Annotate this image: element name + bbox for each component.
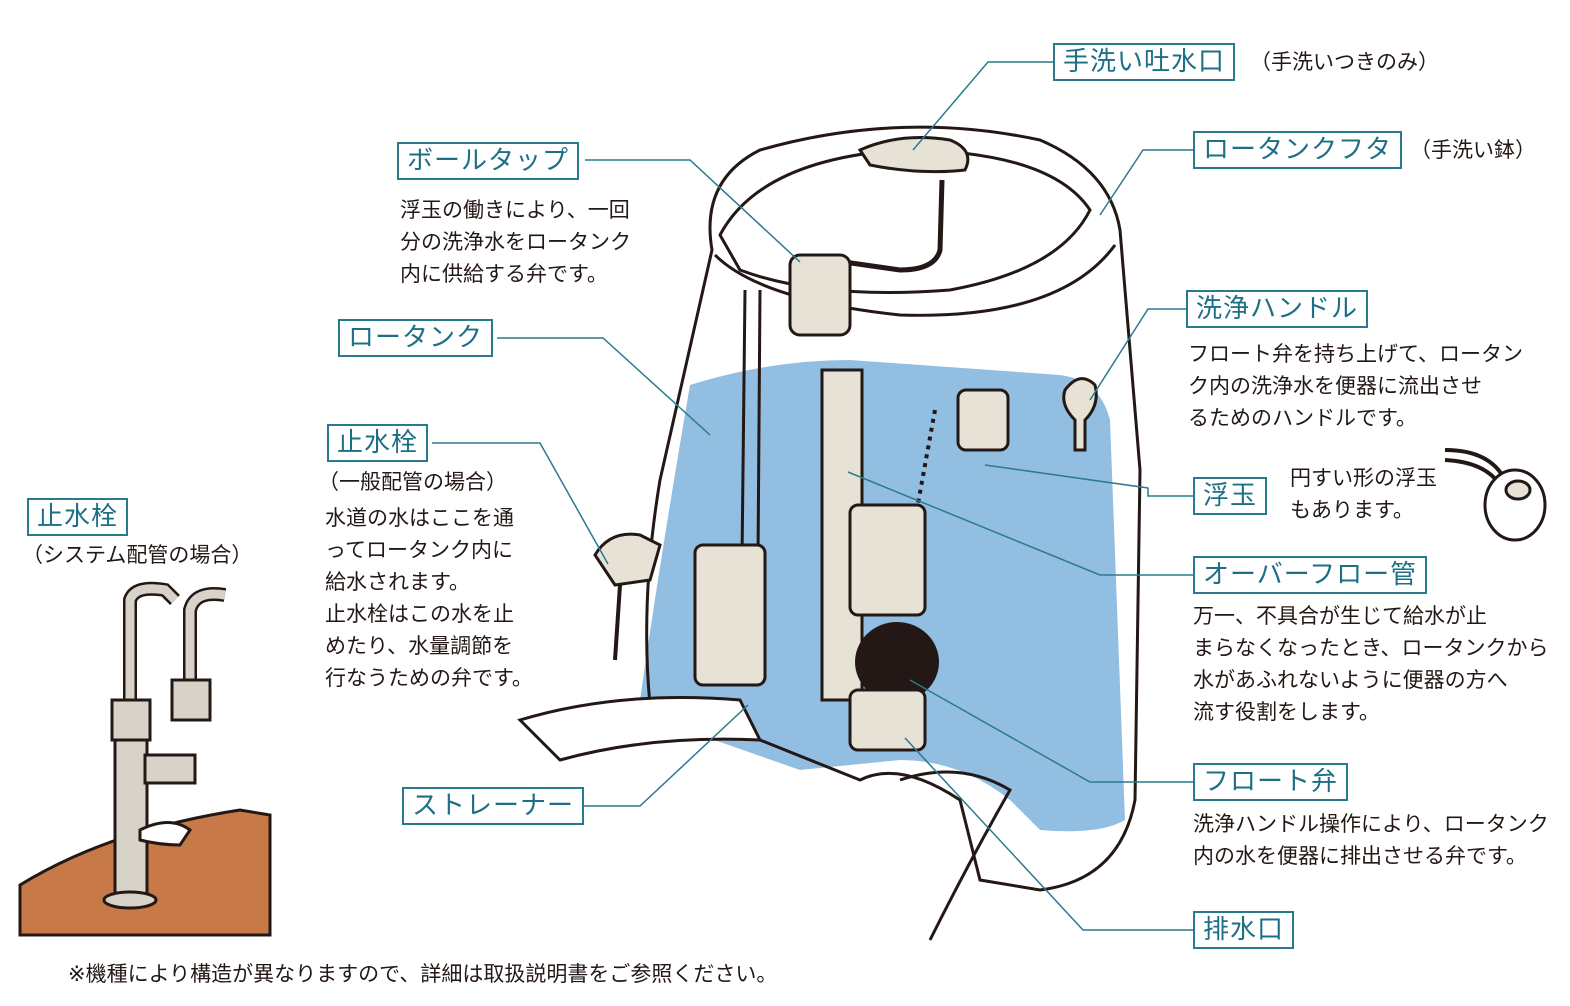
label-drain-outlet: 排水口: [1193, 911, 1295, 949]
tank-body: [645, 125, 1142, 892]
leader-low-tank-lid: [1099, 149, 1193, 216]
external-stop-valve: [593, 532, 662, 587]
description-float-ball: 円すい形の浮玉 もあります。: [1290, 466, 1437, 522]
leader-flapper-valve: [909, 679, 1193, 783]
label-stop-valve-system: 止水栓: [27, 498, 129, 536]
flapper-seat: [848, 503, 927, 617]
leader-lines: [432, 61, 1193, 931]
label-strainer: ストレーナー: [402, 787, 585, 825]
label-low-tank: ロータンク: [338, 319, 494, 357]
leader-low-tank: [497, 337, 711, 436]
leader-stop-valve: [432, 442, 609, 565]
system-stop-valve-illustration: [18, 581, 272, 937]
aside-stop-valve-general: （一般配管の場合）: [318, 470, 507, 494]
external-supply-pipe: [613, 584, 622, 661]
aside-stop-valve-system: （システム配管の場合）: [22, 543, 253, 567]
aside-low-tank-lid: （手洗い鉢）: [1410, 138, 1536, 162]
ball-tap-body: [788, 253, 852, 337]
footnote: ※機種により構造が異なりますので、詳細は取扱説明書をご参照ください。: [68, 962, 778, 986]
cone-float-illustration: [1444, 448, 1547, 542]
leader-drain-outlet: [904, 737, 1193, 931]
leader-strainer: [583, 704, 749, 807]
drain-body: [848, 688, 927, 752]
bowl-top: [517, 696, 763, 762]
description-ball-tap: 浮玉の働きにより、一回 分の洗浄水をロータンク 内に供給する弁です。: [400, 198, 631, 286]
label-stop-valve: 止水栓: [327, 424, 429, 462]
leader-hand-wash-spout: [912, 61, 1053, 151]
leader-flush-handle: [1089, 308, 1188, 401]
aside-hand-wash-spout: （手洗いつきのみ）: [1250, 50, 1439, 74]
label-flapper-valve: フロート弁: [1193, 763, 1349, 801]
label-flush-handle: 洗浄ハンドル: [1186, 290, 1369, 328]
label-hand-wash-spout: 手洗い吐水口: [1053, 43, 1236, 81]
description-stop-valve: 水道の水はここを通 ってロータンク内に 給水されます。 止水栓はこの水を止 めた…: [325, 506, 533, 690]
leader-float-ball: [984, 464, 1193, 497]
label-float-ball: 浮玉: [1193, 477, 1268, 515]
lid-rim: [713, 244, 1117, 317]
label-overflow-pipe: オーバーフロー管: [1193, 556, 1428, 594]
flapper-valve-shape: [855, 622, 939, 702]
description-flapper-valve: 洗浄ハンドル操作により、ロータンク 内の水を便器に排出させる弁です。: [1193, 812, 1549, 868]
description-flush-handle: フロート弁を持ち上げて、ロータン ク内の洗浄水を便器に流出させ るためのハンドル…: [1188, 342, 1523, 430]
hand-wash-spout-shape: [857, 136, 970, 174]
leader-overflow-pipe: [847, 471, 1193, 576]
flush-handle-shape: [1062, 377, 1098, 452]
leader-ball-tap: [585, 159, 801, 263]
label-low-tank-lid: ロータンクフタ: [1193, 131, 1403, 169]
float-chain: [913, 409, 937, 521]
description-overflow-pipe: 万一、不具合が生じて給水が止 まらなくなったとき、ロータンクから 水があふれない…: [1193, 604, 1549, 724]
refill-tube: [829, 179, 945, 273]
supply-pipe: [740, 289, 762, 561]
float-ball-shape: [956, 388, 1010, 452]
label-ball-tap: ボールタップ: [397, 142, 580, 180]
bowl-rim: [899, 770, 1013, 941]
fill-valve-body: [693, 543, 767, 687]
